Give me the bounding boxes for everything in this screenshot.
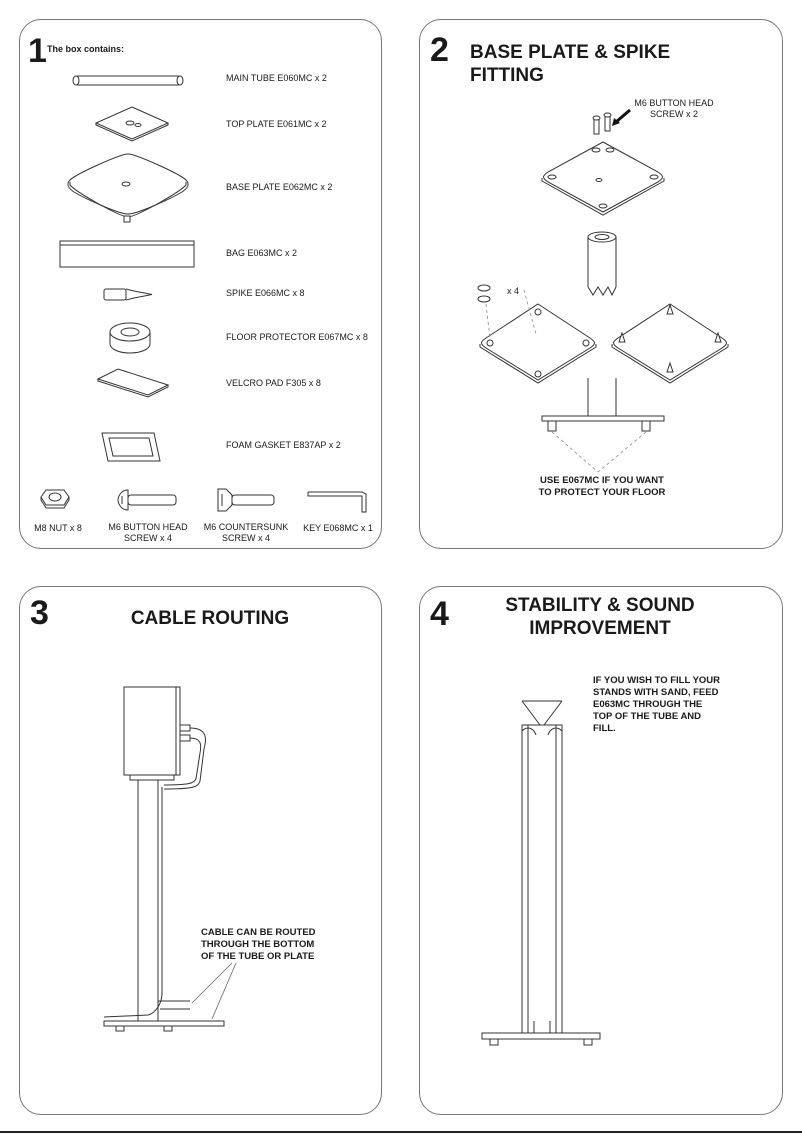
panel-step-4: 4 STABILITY & SOUND IMPROVEMENT IF YOU W…: [419, 586, 783, 1115]
cable-routing-note-line3: OF THE TUBE OR PLATE: [201, 951, 315, 962]
step-title: BASE PLATE & SPIKE FITTING: [470, 42, 671, 86]
m6-countersunk-screw-drawing: [217, 488, 275, 512]
step-title: CABLE ROUTING: [130, 608, 290, 629]
spike-drawing: [103, 288, 153, 301]
step-title-line2: IMPROVEMENT: [529, 618, 671, 639]
bag-drawing: [59, 240, 195, 268]
item-label-base-plate: BASE PLATE E062MC x 2: [226, 182, 333, 192]
item-label-m6-button-head-line1: M6 BUTTON HEAD: [108, 522, 188, 532]
item-label-top-plate: TOP PLATE E061MC x 2: [226, 119, 327, 129]
cable-routing-note-line2: THROUGH THE BOTTOM: [201, 939, 315, 950]
item-label-m6-countersunk: M6 COUNTERSUNK SCREW x 4: [198, 522, 294, 544]
screw-callout-line2: SCREW x 2: [649, 109, 698, 119]
floor-protector-note: USE E067MC IF YOU WANT TO PROTECT YOUR F…: [504, 475, 700, 499]
item-label-key: KEY E068MC x 1: [303, 523, 373, 533]
item-label-main-tube: MAIN TUBE E060MC x 2: [226, 73, 327, 83]
item-label-m6-button-head: M6 BUTTON HEAD SCREW x 4: [100, 522, 196, 544]
sand-fill-note-line2: STANDS WITH SAND, FEED: [593, 687, 719, 698]
sand-fill-note-line3: E063MC THROUGH THE: [593, 699, 703, 710]
panel-step-2: 2 BASE PLATE & SPIKE FITTING M6 BUTTON H…: [419, 19, 783, 549]
box-contents-heading: The box contains:: [47, 44, 125, 54]
item-label-bag: BAG E063MC x 2: [226, 248, 298, 258]
step-number: 2: [430, 31, 449, 69]
item-label-velcro-pad: VELCRO PAD F305 x 8: [226, 378, 321, 388]
item-label-m6-countersunk-line2: SCREW x 4: [221, 533, 270, 543]
panel-step-3: 3 CABLE ROUTING CABLE CAN BE ROUTED THRO…: [19, 586, 382, 1115]
item-label-m6-countersunk-line1: M6 COUNTERSUNK: [203, 522, 289, 532]
step-number: 4: [430, 595, 449, 633]
spike-icon: [477, 284, 491, 303]
speaker-stand-cable-diagram: [103, 686, 237, 1032]
floor-protector-drawing: [109, 322, 151, 354]
cable-routing-note: CABLE CAN BE ROUTED THROUGH THE BOTTOM O…: [201, 927, 361, 963]
sand-fill-note-line4: TOP OF THE TUBE AND: [593, 711, 702, 722]
item-label-m8-nut: M8 NUT x 8: [34, 523, 82, 533]
item-label-foam-gasket: FOAM GASKET E837AP x 2: [226, 440, 341, 450]
screw-callout-line1: M6 BUTTON HEAD: [634, 98, 714, 108]
item-label-spike: SPIKE E066MC x 8: [226, 288, 305, 298]
sand-fill-note-line1: IF YOU WISH TO FILL YOUR: [593, 675, 721, 686]
stand-with-funnel-diagram: [481, 700, 601, 1046]
base-side-view-diagram: [541, 378, 665, 473]
step-title: STABILITY & SOUND IMPROVEMENT: [480, 594, 720, 640]
m8-nut-drawing: [40, 489, 70, 509]
base-plate-drawing: [67, 153, 189, 223]
allen-key-drawing: [307, 491, 367, 513]
base-plate-left-diagram: [479, 289, 597, 384]
sand-fill-note-line5: FILL.: [593, 723, 616, 734]
floor-protector-note-line2: TO PROTECT YOUR FLOOR: [538, 487, 666, 498]
panel-step-1: 1 The box contains:: [19, 19, 382, 549]
spike-count-label: x 4: [507, 286, 520, 296]
step-number: 1: [28, 32, 47, 70]
button-head-screws-drawing: [592, 112, 612, 135]
sand-fill-note: IF YOU WISH TO FILL YOUR STANDS WITH SAN…: [593, 675, 763, 735]
foam-gasket-drawing: [101, 432, 161, 462]
velcro-pad-drawing: [96, 368, 170, 398]
base-plate-right-diagram: [611, 303, 729, 384]
top-plate-diagram: [541, 141, 665, 216]
page-bottom-rule: [0, 1131, 802, 1133]
cable-routing-note-line1: CABLE CAN BE ROUTED: [201, 927, 316, 938]
floor-protector-note-line1: USE E067MC IF YOU WANT: [540, 475, 664, 486]
callout-arrow-icon: [612, 108, 631, 126]
step-title-line1: STABILITY & SOUND: [505, 595, 695, 616]
m6-button-head-screw-drawing: [117, 489, 177, 511]
top-plate-drawing: [94, 106, 170, 142]
item-label-floor-protector: FLOOR PROTECTOR E067MC x 8: [226, 332, 368, 342]
screw-callout: M6 BUTTON HEAD SCREW x 2: [622, 98, 726, 120]
tube-segment-diagram: [587, 231, 617, 297]
item-label-m6-button-head-line2: SCREW x 4: [123, 533, 172, 543]
main-tube-drawing: [72, 75, 184, 86]
step-number: 3: [30, 594, 49, 632]
